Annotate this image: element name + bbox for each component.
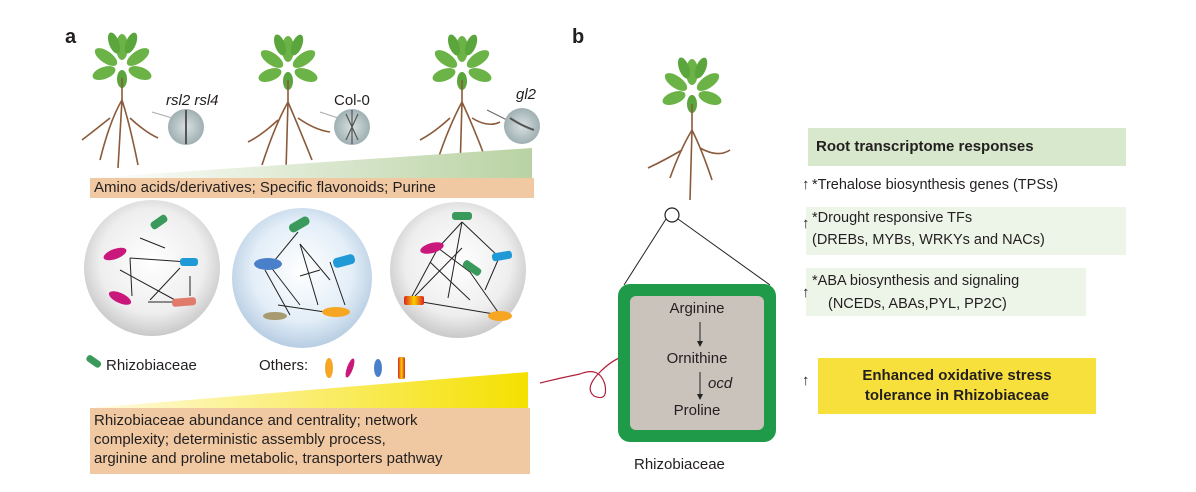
- rhizobiaceae-legend-label: Rhizobiaceae: [106, 357, 197, 374]
- abundance-banner-line-3: arginine and proline metabolic, transpor…: [94, 450, 443, 467]
- abundance-banner-line-1: Rhizobiaceae abundance and centrality; n…: [94, 412, 418, 429]
- network-rsl2-rsl4: [84, 200, 220, 336]
- pathway-proline: Proline: [673, 402, 721, 419]
- pathway-ornithine: Ornithine: [666, 350, 728, 367]
- response-3-box: [806, 268, 1086, 316]
- abundance-banner: Rhizobiaceae abundance and centrality; n…: [90, 408, 530, 474]
- abundance-gradient-wedge: [90, 372, 528, 408]
- transcriptome-title: Root transcriptome responses: [808, 128, 1126, 166]
- genotype-label-col0: Col-0: [334, 92, 370, 109]
- response-1-text: *Trehalose biosynthesis genes (TPSs): [812, 177, 1059, 193]
- network-gl2: [390, 202, 526, 338]
- plant-col0: [247, 32, 331, 171]
- oxidative-line-2: tolerance in Rhizobiaceae: [864, 387, 1050, 404]
- other-blue-icon: [374, 359, 382, 377]
- other-orange-icon: [325, 358, 333, 378]
- response-2-box: [806, 207, 1126, 255]
- response-2-arrow: ↑: [802, 215, 810, 232]
- response-2-line-2: (DREBs, MYBs, WRKYs and NACs): [812, 232, 1045, 248]
- pathway-enzyme-ocd: ocd: [708, 375, 733, 392]
- bacterial-cell-cytoplasm: [630, 296, 764, 430]
- rhizobiaceae-legend-icon: [86, 355, 102, 368]
- plant-rsl2-rsl4: [81, 30, 159, 169]
- cell-label: Rhizobiaceae: [634, 456, 725, 473]
- metabolite-gradient-wedge: [90, 148, 532, 178]
- plant-panel-b: [647, 55, 731, 201]
- response-3-line-2: (NCEDs, ABAs,PYL, PP2C): [828, 296, 1007, 312]
- panel-b-letter: b: [572, 26, 585, 48]
- plant-gl2: [419, 32, 501, 171]
- response-3-arrow: ↑: [802, 284, 810, 301]
- response-2-line-1: *Drought responsive TFs: [812, 210, 973, 226]
- zoom-circle: [664, 207, 680, 223]
- network-col0: [232, 208, 372, 348]
- genotype-label-rsl2-rsl4: rsl2 rsl4: [166, 92, 219, 109]
- genotype-label-gl2: gl2: [516, 86, 537, 103]
- pathway-arginine: Arginine: [669, 300, 725, 317]
- panel-a-letter: a: [65, 26, 77, 48]
- other-magenta-icon: [345, 358, 355, 378]
- other-bar-icon: [398, 357, 405, 379]
- oxidative-box: Enhanced oxidative stress tolerance in R…: [818, 358, 1096, 414]
- others-legend-label: Others:: [259, 357, 309, 374]
- connector-line: [539, 355, 625, 399]
- response-3-line-1: *ABA biosynthesis and signaling: [812, 273, 1020, 289]
- abundance-banner-line-2: complexity; deterministic assembly proce…: [94, 431, 386, 448]
- oxidative-line-1: Enhanced oxidative stress: [862, 367, 1052, 384]
- metabolite-banner: Amino acids/derivatives; Specific flavon…: [90, 178, 534, 198]
- oxidative-arrow: ↑: [802, 372, 810, 389]
- response-1-arrow: ↑: [802, 176, 810, 193]
